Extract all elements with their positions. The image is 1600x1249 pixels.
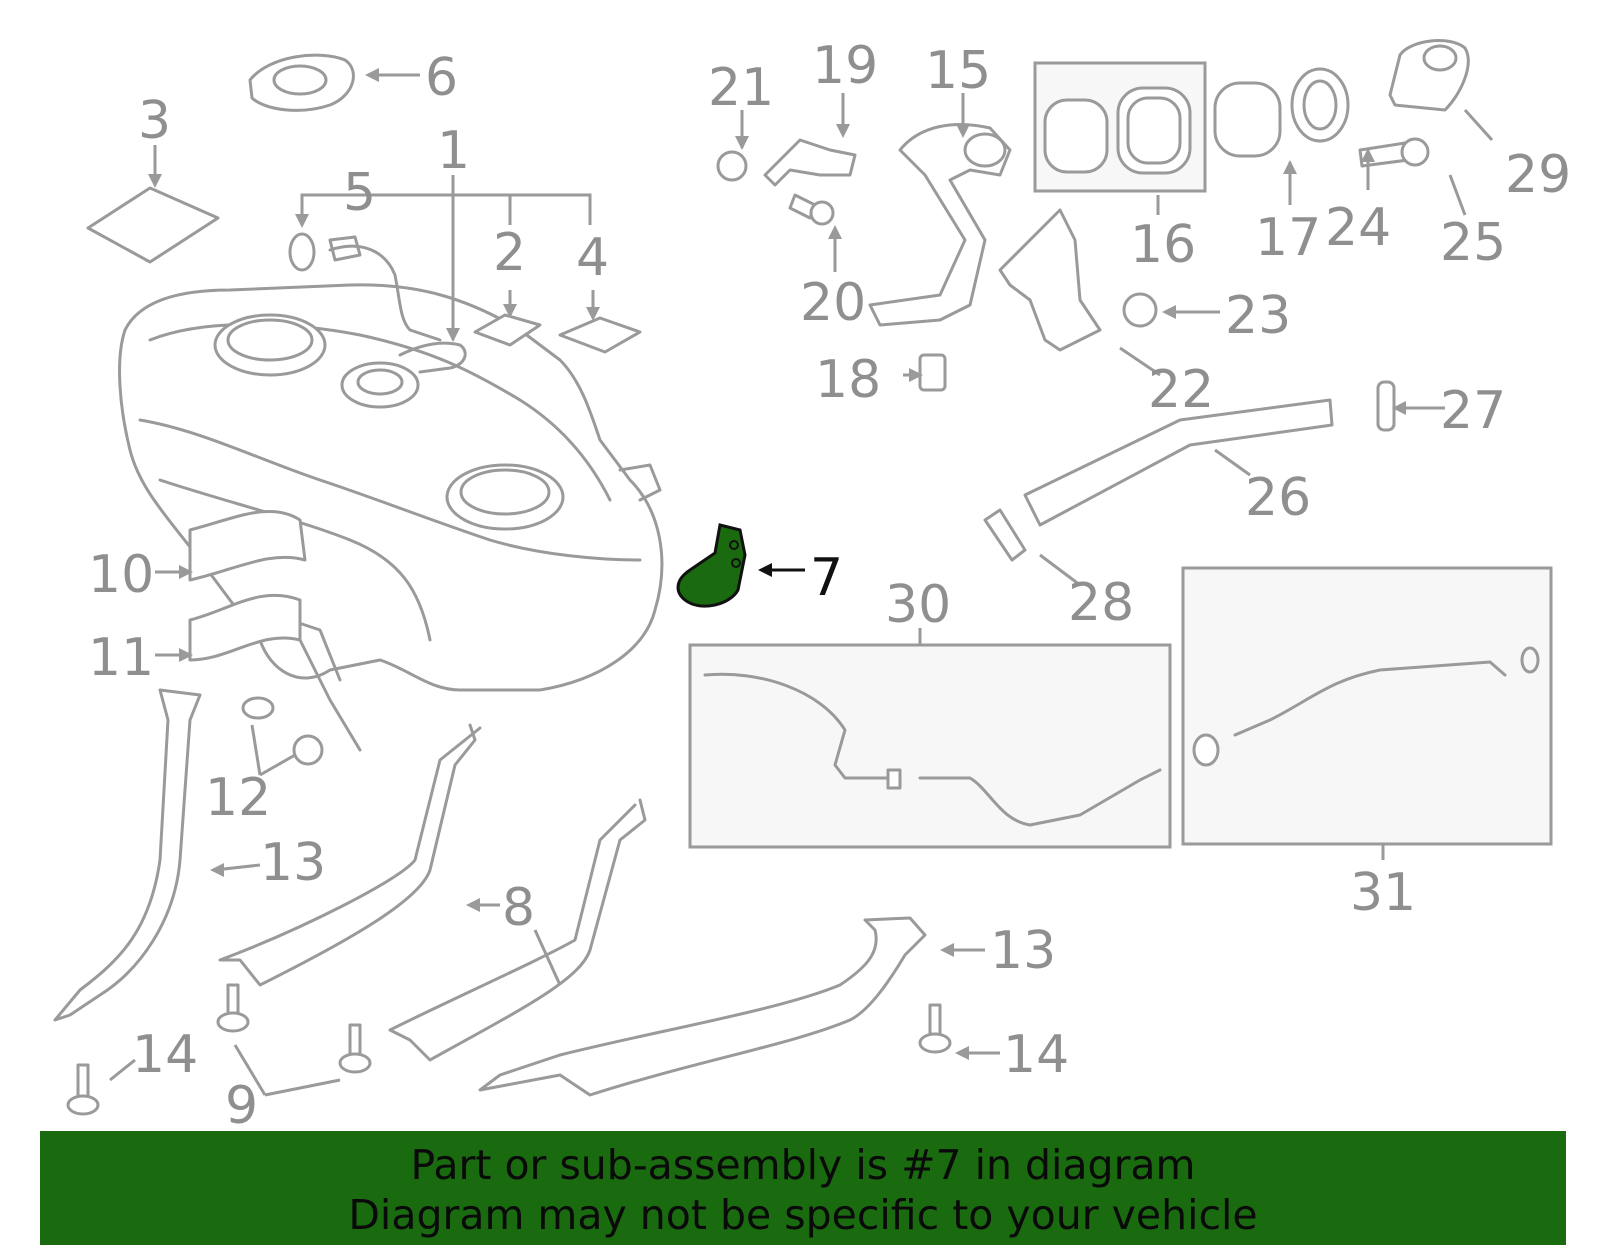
callout-16: 16 (1130, 215, 1196, 275)
callout-7: 7 (810, 548, 843, 608)
callout-31: 31 (1350, 863, 1416, 923)
fuel-cap-29-part (1388, 39, 1470, 112)
ring-24-part (1290, 67, 1350, 143)
callout-12: 12 (205, 768, 271, 828)
bolt-14-left-part (66, 1063, 100, 1116)
callout-9: 9 (225, 1076, 258, 1136)
filler-neck-15-part (868, 122, 1012, 327)
callout-24: 24 (1325, 198, 1391, 258)
gasket-kit-16-part (1033, 61, 1207, 193)
callout-8: 8 (502, 878, 535, 938)
strap-10-part (188, 509, 307, 582)
info-banner: Part or sub-assembly is #7 in diagram Di… (40, 1131, 1566, 1245)
callout-22: 22 (1148, 360, 1214, 420)
arrow-heads (148, 68, 1406, 1060)
bolt-9-left-part (216, 983, 250, 1033)
pad-3-part (86, 186, 220, 264)
line-assembly-31-part (1181, 566, 1553, 846)
callout-6: 6 (425, 48, 458, 108)
callout-13-left: 13 (260, 833, 326, 893)
callout-10: 10 (88, 545, 154, 605)
grommet-12-part (241, 696, 275, 720)
pad-2-part (473, 313, 542, 347)
callout-17: 17 (1255, 208, 1321, 268)
grommet-5-part (288, 232, 316, 272)
bolt-9-right-part (338, 1023, 372, 1074)
fuel-tank-part (118, 244, 664, 752)
gasket-17-part (1213, 81, 1282, 158)
callout-3: 3 (138, 91, 171, 151)
callout-30: 30 (885, 575, 951, 635)
nut-12-part (292, 734, 324, 766)
pad-4-part (558, 316, 642, 354)
callout-27: 27 (1440, 381, 1506, 441)
gasket-6-part (248, 53, 355, 112)
callout-15: 15 (925, 41, 991, 101)
callout-11: 11 (88, 628, 154, 688)
strap-8-part (218, 723, 647, 1062)
heat-shield-7-part (676, 523, 747, 608)
callout-13-right: 13 (990, 921, 1056, 981)
callout-20: 20 (800, 273, 866, 333)
strap-13-right-part (478, 916, 927, 1097)
callout-25: 25 (1440, 213, 1506, 273)
callout-4: 4 (576, 228, 609, 288)
callout-2: 2 (493, 223, 526, 283)
callout-23: 23 (1225, 286, 1291, 346)
clip-18-part (918, 353, 947, 392)
clip-27-part (1376, 380, 1396, 432)
callout-14-right: 14 (1003, 1025, 1069, 1085)
callout-14-left: 14 (132, 1025, 198, 1085)
bracket-22-part (998, 208, 1102, 352)
banner-part-note: Part or sub-assembly is #7 in diagram (410, 1141, 1196, 1189)
callout-28: 28 (1068, 573, 1134, 633)
bolt-20-part (788, 193, 835, 226)
clip-28-part (983, 508, 1027, 562)
line-assembly-30-part (688, 643, 1172, 849)
callout-1: 1 (437, 121, 470, 181)
hose-26-part (1023, 398, 1334, 527)
banner-disclaimer: Diagram may not be specific to your vehi… (348, 1191, 1258, 1239)
callout-19: 19 (812, 36, 878, 96)
nut-23-part (1122, 292, 1158, 328)
callout-26: 26 (1245, 468, 1311, 528)
strap-13-left-part (53, 688, 202, 1022)
bracket-19-part (763, 138, 857, 187)
callout-21: 21 (708, 58, 774, 118)
bolt-14-right-part (918, 1003, 952, 1054)
callout-18: 18 (815, 350, 881, 410)
nut-21-part (716, 150, 748, 182)
callout-29: 29 (1505, 145, 1571, 205)
callout-5: 5 (343, 163, 376, 223)
callout-labels: 1 2 3 4 5 6 7 8 9 10 11 12 13 13 14 14 1… (88, 36, 1571, 1136)
strap-11-part (188, 593, 302, 662)
